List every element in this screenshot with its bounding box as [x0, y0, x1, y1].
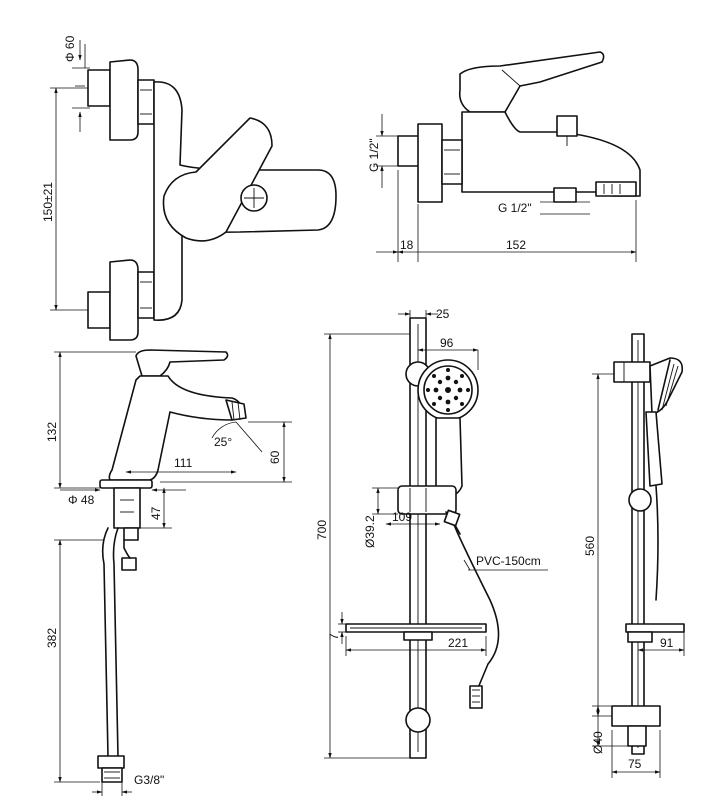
basin-base-diameter-label: Φ 48: [68, 493, 95, 507]
shower-total-height-label: 700: [315, 520, 329, 540]
basin-hose-length-label: 382: [45, 628, 59, 648]
basin-height-label: 132: [45, 422, 59, 442]
bath-front-diameter-label: Φ 60: [63, 35, 77, 62]
shower-side-projection-label: 75: [628, 757, 642, 771]
shower-set-front-view: 25 96 700 Ø39.2 109 PVC-150cm 7 221: [315, 307, 548, 759]
basin-angle-label: 25°: [214, 435, 232, 449]
basin-spout-height-label: 60: [268, 450, 282, 464]
bath-mixer-front-view: Φ 60 150±21: [41, 35, 337, 341]
shower-side-shelf-depth-label: 91: [660, 636, 674, 650]
bath-side-outlet-thread-label: G 1/2": [498, 201, 532, 215]
bath-side-length-label: 152: [506, 238, 526, 252]
basin-reach-label: 111: [174, 456, 193, 470]
shower-set-side-view: 560 91 Ø40 75: [583, 333, 685, 778]
shower-head-nozzles: [426, 368, 470, 412]
bath-mixer-side-view: G 1/2" G 1/2" 18 152: [367, 51, 641, 262]
shower-holder-depth-label: 109: [392, 510, 412, 524]
basin-mixer-view: 132 25° 111 60 Φ 48 47 382 G3/8": [45, 349, 292, 796]
basin-thread-length-label: 47: [149, 506, 163, 520]
shower-head-diameter-label: 96: [440, 336, 454, 350]
shower-shelf-width-label: 221: [448, 636, 468, 650]
bath-front-height-label: 150±21: [41, 182, 55, 222]
basin-hose-thread-label: G3/8": [134, 773, 164, 787]
shower-shelf-thickness-label: 7: [327, 633, 341, 640]
shower-side-slide-travel-label: 560: [583, 536, 597, 556]
shower-rail-width-label: 25: [436, 307, 450, 321]
bath-side-depth-label: 18: [400, 238, 414, 252]
shower-side-bracket-diameter-label: Ø40: [591, 731, 605, 754]
shower-holder-diameter-label: Ø39.2: [363, 515, 377, 548]
bath-side-inlet-thread-label: G 1/2": [367, 138, 381, 172]
shower-hose-label: PVC-150cm: [476, 554, 541, 568]
